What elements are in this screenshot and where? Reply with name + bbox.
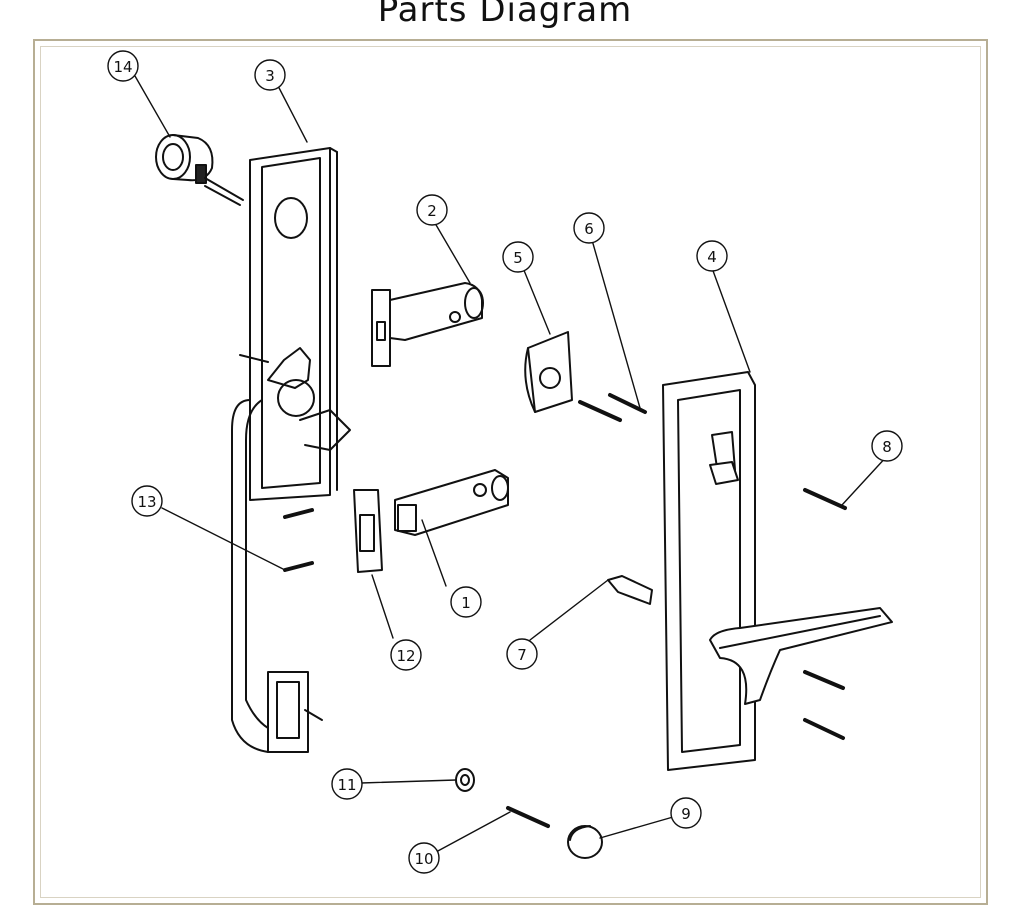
callout-5-label: 5 xyxy=(513,249,523,267)
callout-11-label: 11 xyxy=(337,776,356,794)
callout-6 xyxy=(573,212,605,244)
callout-9-label: 9 xyxy=(681,805,691,823)
callout-14-label: 14 xyxy=(113,58,132,76)
callout-7-label: 7 xyxy=(517,646,527,664)
part-9-cap xyxy=(567,825,603,859)
part-5-rose-plate xyxy=(524,331,573,413)
callout-7 xyxy=(506,638,538,670)
callout-8-label: 8 xyxy=(882,438,892,456)
part-4-interior-plate xyxy=(662,371,893,771)
callout-4 xyxy=(696,240,728,272)
callout-6-label: 6 xyxy=(584,220,594,238)
callout-3-label: 3 xyxy=(265,67,275,85)
part-8-screws xyxy=(803,488,847,740)
callout-10 xyxy=(408,842,440,874)
callout-2 xyxy=(416,194,448,226)
part-2-deadbolt xyxy=(371,282,484,367)
callout-2-label: 2 xyxy=(427,202,437,220)
leader-lines xyxy=(134,75,889,853)
handle-grip xyxy=(231,399,323,753)
part-7-spindle xyxy=(607,575,653,605)
part-11-washer xyxy=(455,768,475,792)
part-10-screw xyxy=(506,806,550,828)
part-13-screws xyxy=(283,508,314,572)
callout-circles xyxy=(107,50,903,874)
callout-12 xyxy=(390,639,422,671)
callout-13-label: 13 xyxy=(137,493,156,511)
callout-4-label: 4 xyxy=(707,248,717,266)
part-14-key-cylinder xyxy=(155,134,244,206)
part-6-screws xyxy=(578,393,647,422)
callout-8 xyxy=(871,430,903,462)
part-1-latch xyxy=(394,469,509,536)
callout-12-label: 12 xyxy=(396,647,415,665)
part-3-exterior-plate xyxy=(239,147,351,501)
callout-9 xyxy=(670,797,702,829)
callout-5 xyxy=(502,241,534,273)
callout-3 xyxy=(254,59,286,91)
callout-10-label: 10 xyxy=(414,850,433,868)
callout-1-label: 1 xyxy=(461,594,471,612)
callout-11 xyxy=(331,768,363,800)
callout-1 xyxy=(450,586,482,618)
page-title: Parts Diagram xyxy=(377,0,633,30)
callout-13 xyxy=(131,485,163,517)
diagram-frame xyxy=(33,39,988,905)
callout-14 xyxy=(107,50,139,82)
part-12-strike xyxy=(353,489,383,573)
